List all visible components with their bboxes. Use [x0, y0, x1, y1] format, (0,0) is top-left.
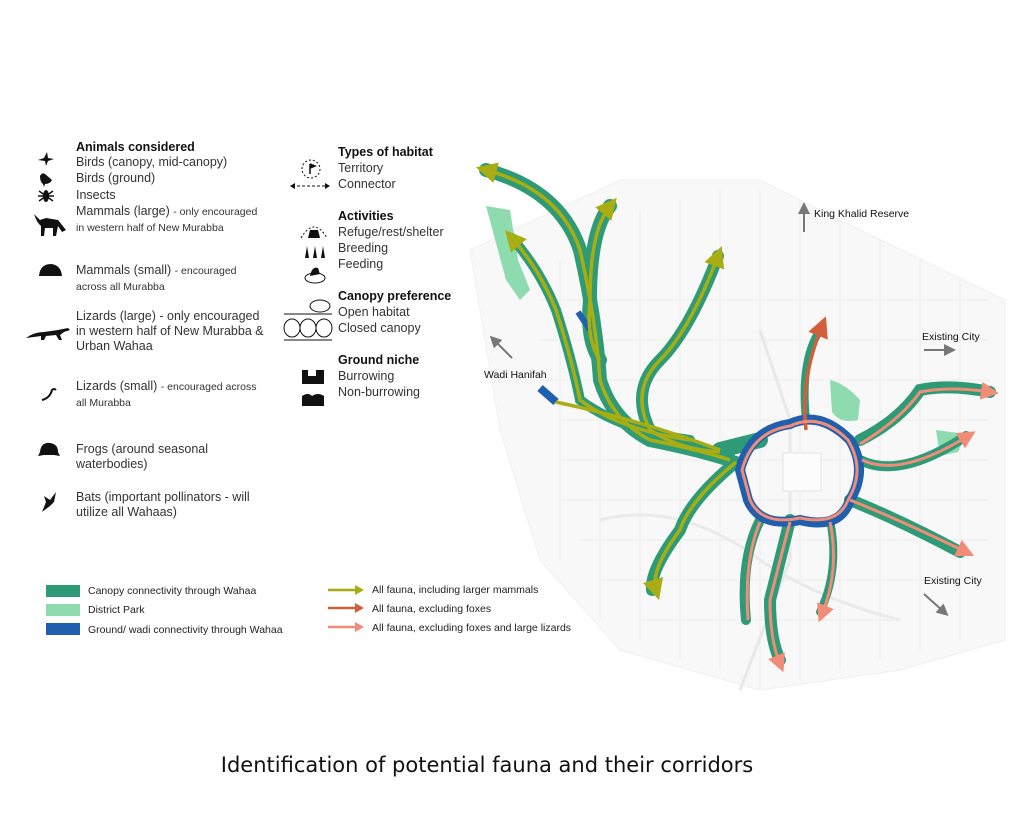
- arrow-label-excl-foxes-lizards: All fauna, excluding foxes and large liz…: [372, 622, 572, 634]
- bat-icon: [38, 490, 60, 514]
- park-swatch-label: District Park: [88, 604, 145, 616]
- animal-label-lizards-small: Lizards (small) - encouraged across all …: [76, 379, 266, 411]
- frog-icon: [36, 438, 62, 460]
- fox-icon: [32, 210, 70, 242]
- animal-label-frogs: Frogs (around seasonal waterbodies): [76, 442, 209, 471]
- territory-label: Territory: [338, 161, 384, 175]
- park-swatch: [46, 604, 80, 616]
- animal-label-bats: Bats (important pollinators - will utili…: [76, 490, 250, 519]
- ground-swatch: [46, 623, 80, 635]
- lizards-small-title: Lizards (small): [76, 379, 158, 393]
- refuge-icon: [298, 220, 330, 240]
- habitat-heading: Types of habitat: [338, 145, 433, 159]
- bird-ground-icon: [36, 170, 56, 188]
- arrow-label-excl-foxes: All fauna, excluding foxes: [372, 603, 492, 615]
- arrow-label-all-fauna: All fauna, including larger mammals: [372, 584, 539, 596]
- mammals-small-title: Mammals (small): [76, 263, 172, 277]
- animal-label-birds-ground: Birds (ground): [76, 171, 156, 185]
- hedgehog-icon: [36, 260, 64, 282]
- ground-swatch-label: Ground/ wadi connectivity through Wahaa: [88, 624, 283, 636]
- olive-corridors: [475, 162, 738, 601]
- closed-canopy-icon: [282, 318, 334, 342]
- red-corridor: [802, 316, 828, 431]
- figure-caption: Identification of potential fauna and th…: [220, 753, 754, 777]
- large-lizard-icon: [24, 320, 72, 342]
- open-habitat-icon: [282, 296, 334, 316]
- animals-heading: Animals considered: [76, 140, 195, 154]
- small-lizard-icon: [38, 384, 60, 404]
- canopy-swatch: [46, 585, 80, 597]
- non-burrowing-label: Non-burrowing: [338, 385, 420, 399]
- salmon-corridors: [740, 381, 999, 673]
- burrowing-label: Burrowing: [338, 369, 395, 383]
- canopy-heading: Canopy preference: [338, 289, 452, 303]
- breeding-icon: [302, 242, 328, 260]
- animal-label-mammals-small: Mammals (small) - encouraged across all …: [76, 263, 266, 295]
- animal-label-lizards-large: Lizards (large) - only encouraged in wes…: [76, 309, 264, 353]
- non-burrowing-icon: [300, 388, 326, 408]
- activity-refuge-label: Refuge/rest/shelter: [338, 225, 444, 239]
- bird-flying-icon: [36, 150, 56, 168]
- mammals-large-note: - only encouraged in western half of New…: [76, 206, 258, 234]
- ground-heading: Ground niche: [338, 353, 420, 367]
- territory-icon: [300, 158, 322, 180]
- canopy-swatch-label: Canopy connectivity through Wahaa: [88, 585, 257, 597]
- animal-label-birds-canopy: Birds (canopy, mid-canopy): [76, 155, 228, 169]
- context-arrows: [489, 202, 956, 617]
- animal-label-mammals-large: Mammals (large) - only encouraged in wes…: [76, 204, 266, 236]
- activities-heading: Activities: [338, 209, 394, 223]
- label-existing-city-east: Existing City: [922, 331, 980, 343]
- animal-label-insects: Insects: [76, 188, 116, 202]
- connector-label: Connector: [338, 177, 396, 191]
- insect-icon: [36, 188, 56, 204]
- burrowing-icon: [300, 366, 326, 386]
- activity-breeding-label: Breeding: [338, 241, 389, 255]
- connector-icon: [288, 178, 332, 194]
- open-habitat-label: Open habitat: [338, 305, 410, 319]
- label-wadi-hanifah: Wadi Hanifah: [484, 369, 547, 381]
- label-king-khalid-reserve: King Khalid Reserve: [814, 208, 910, 220]
- mammals-large-title: Mammals (large): [76, 204, 170, 218]
- lizards-small-note: - encouraged across all Murabba: [76, 381, 257, 409]
- mammals-small-note: - encouraged across all Murabba: [76, 265, 237, 293]
- closed-canopy-label: Closed canopy: [338, 321, 421, 335]
- feeding-icon: [302, 262, 328, 286]
- activity-feeding-label: Feeding: [338, 257, 384, 271]
- label-existing-city-southeast: Existing City: [924, 575, 982, 587]
- arrow-legend-icons: [328, 585, 364, 632]
- urban-fabric: [469, 179, 1006, 691]
